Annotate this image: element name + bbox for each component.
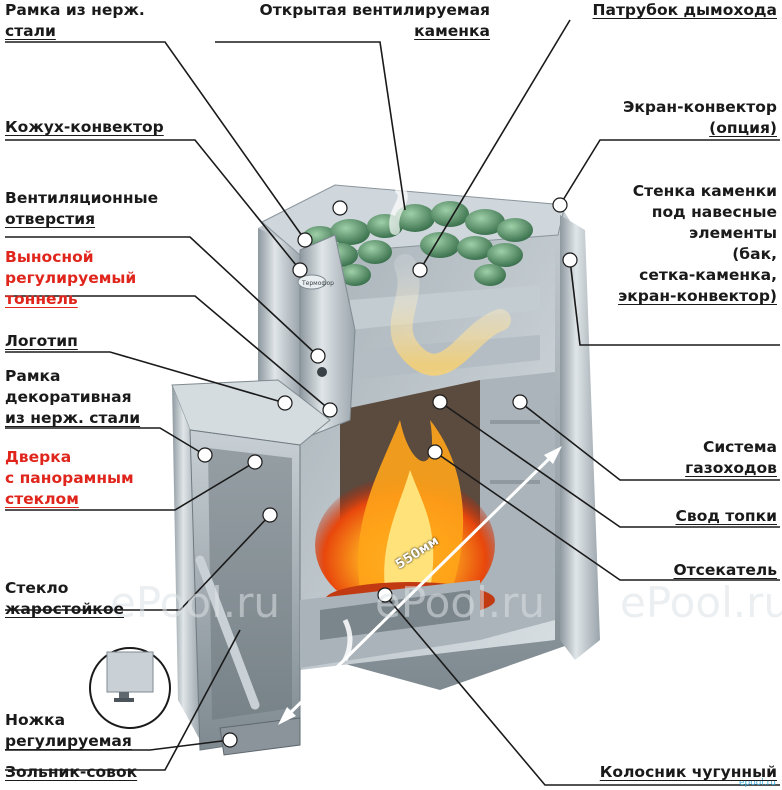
dimension-arrow: [278, 446, 562, 725]
label-line: Выносной: [5, 248, 94, 266]
label-tunnel: Выносной регулируемый тоннель: [5, 247, 136, 310]
label-gas-system: Система газоходов: [685, 437, 777, 479]
corner-watermark: epool.ru: [738, 778, 776, 788]
label-line: Патрубок дымохода: [592, 1, 777, 19]
label-glass: Стекло жаростойкое: [5, 578, 124, 620]
label-grate: Колосник чугунный: [600, 762, 777, 783]
watermark-right: ePool.ru: [620, 578, 782, 627]
label-line: жаростойкое: [5, 600, 124, 618]
label-line: каменка: [414, 22, 490, 40]
label-line: (опция): [709, 119, 777, 137]
label-line: Кожух-конвектор: [5, 118, 164, 136]
label-line: Рамка: [5, 367, 61, 385]
label-line: Отсекатель: [673, 561, 778, 579]
label-line: Стекло: [5, 579, 69, 597]
label-line: тоннель: [5, 290, 78, 308]
label-leg: Ножка регулируемая: [5, 710, 132, 752]
pointer-lines: [5, 19, 780, 786]
label-line: экран-конвектор): [618, 287, 777, 305]
label-line: газоходов: [685, 459, 777, 477]
label-vent-holes: Вентиляционные отверстия: [5, 188, 158, 230]
label-line: элементы: [689, 224, 777, 242]
label-line: Ножка: [5, 711, 66, 729]
label-line: отверстия: [5, 210, 96, 228]
label-wall-heater: Стенка каменки под навесные элементы (бак, с…: [618, 181, 777, 307]
label-line: Вентиляционные: [5, 189, 159, 207]
label-deco-frame: Рамка декоративная из нерж. стали: [5, 366, 140, 429]
label-cutter: Отсекатель: [674, 560, 778, 581]
label-line: Логотип: [5, 332, 78, 350]
label-line: Система: [702, 438, 777, 456]
label-line: стеклом: [5, 490, 79, 508]
watermark-center: ePool.ru: [375, 578, 545, 627]
label-line: регулируемый: [5, 269, 137, 287]
watermark-left: ePool.ru: [110, 578, 280, 627]
ash-area: [300, 580, 480, 668]
label-line: (бак,: [732, 245, 777, 263]
label-screen-convector: Экран-конвектор (опция): [623, 97, 777, 139]
label-line: декоративная: [5, 388, 132, 406]
label-firebox-arch: Свод топки: [676, 506, 777, 527]
label-logo: Логотип: [5, 331, 78, 352]
label-line: Зольник-совок: [5, 763, 138, 781]
label-line: Экран-конвектор: [622, 98, 777, 116]
label-line: Колосник чугунный: [599, 763, 777, 781]
label-frame-steel: Рамка из нерж. стали: [5, 0, 145, 42]
label-line: с панорамным: [5, 469, 134, 487]
tunnel-casing: Термофор: [297, 234, 356, 441]
label-line: Открытая вентилируемая: [259, 1, 490, 19]
brand-plate-text: Термофор: [301, 280, 334, 287]
label-door: Дверка с панорамным стеклом: [5, 447, 134, 510]
label-line: Стенка каменки: [632, 182, 777, 200]
stones: [302, 201, 533, 286]
label-line: Свод топки: [675, 507, 777, 525]
label-line: Рамка из нерж.: [5, 1, 145, 19]
label-line: регулируемая: [5, 732, 132, 750]
label-line: из нерж. стали: [5, 409, 141, 427]
label-line: Дверка: [5, 448, 72, 466]
leg-inset: [89, 647, 171, 729]
pointer-dots: [197, 197, 578, 748]
label-line: сетка-каменка,: [639, 266, 777, 284]
label-casing-convector: Кожух-конвектор: [5, 117, 164, 138]
label-line: под навесные: [651, 203, 777, 221]
label-ash-pan: Зольник-совок: [5, 762, 137, 783]
label-open-heater: Открытая вентилируемая каменка: [260, 0, 490, 42]
label-chimney: Патрубок дымохода: [593, 0, 777, 21]
label-line: стали: [5, 22, 56, 40]
